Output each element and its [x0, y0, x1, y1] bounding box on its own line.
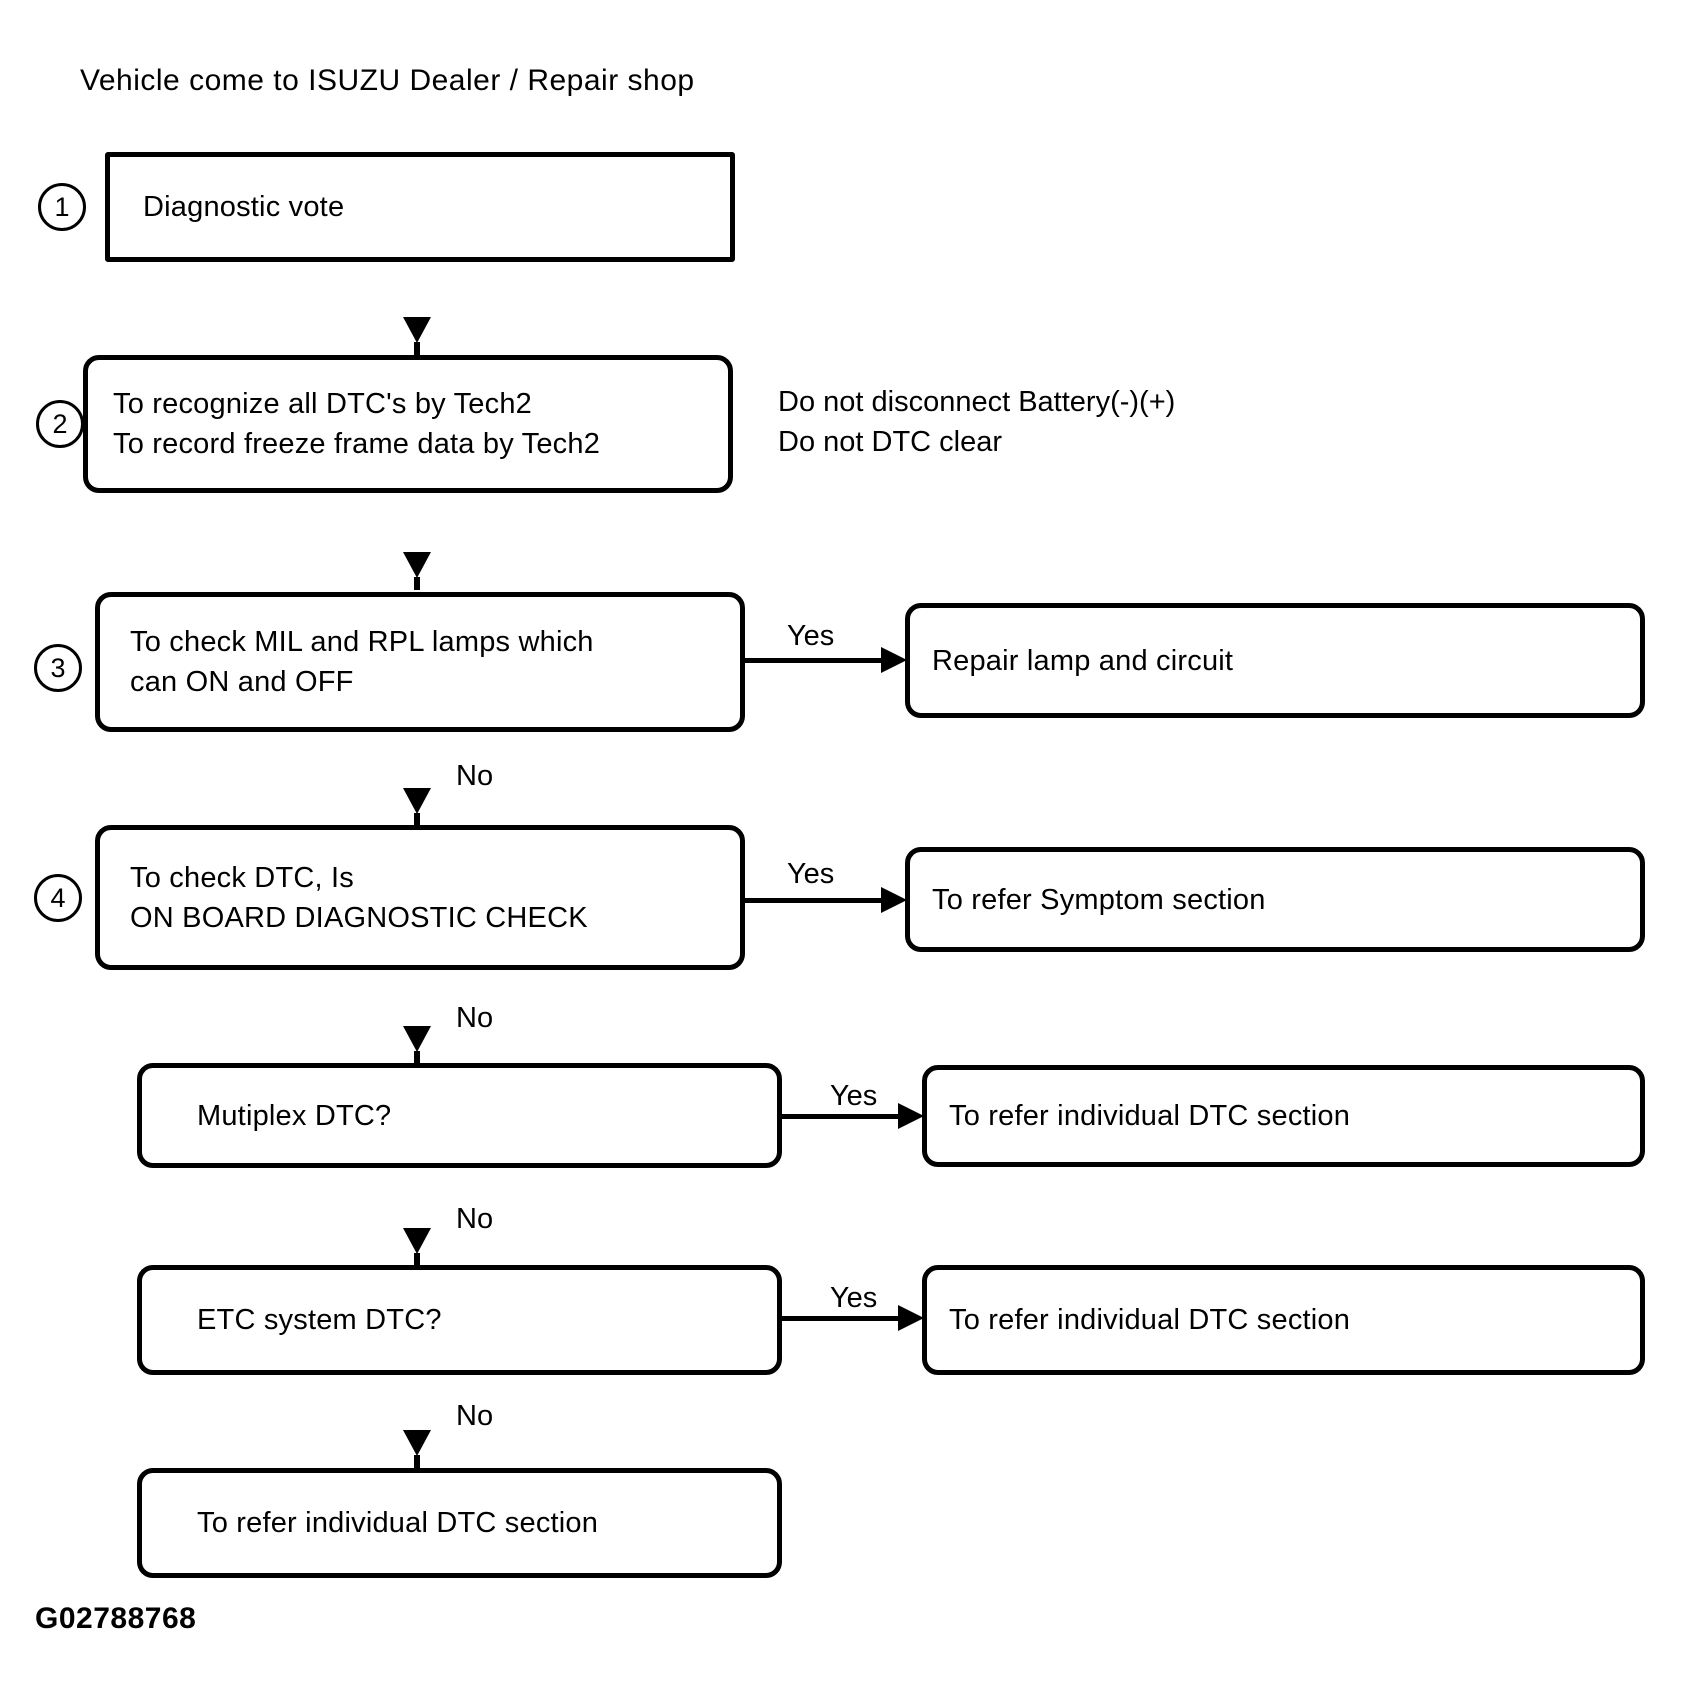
- arrow-stem: [414, 1253, 420, 1266]
- down-arrow-5: [403, 1228, 431, 1266]
- flow-box-check-mil-rpl: To check MIL and RPL lamps which can ON …: [95, 592, 745, 732]
- down-arrow-6: [403, 1430, 431, 1468]
- result-box-repair-lamp: Repair lamp and circuit: [905, 603, 1645, 718]
- note-line: Do not disconnect Battery(-)(+): [778, 386, 1176, 418]
- down-arrow-1: [403, 317, 431, 355]
- flow-box-recognize-dtc: To recognize all DTC's by Tech2 To recor…: [83, 355, 733, 493]
- result-box-refer-individual-dtc-2: To refer individual DTC section: [922, 1265, 1645, 1375]
- flow-box-text: ON BOARD DIAGNOSTIC CHECK: [130, 901, 588, 934]
- flow-box-onboard-diagnostic-check: To check DTC, Is ON BOARD DIAGNOSTIC CHE…: [95, 825, 745, 970]
- arrow-line: [745, 657, 881, 663]
- arrowhead-down-icon: [403, 1026, 431, 1052]
- flow-box-text: ETC system DTC?: [197, 1304, 442, 1336]
- arrow-stem: [414, 813, 420, 826]
- arrow-stem: [414, 577, 420, 590]
- arrowhead-right-icon: [881, 647, 907, 673]
- yes-label: Yes: [830, 1080, 878, 1112]
- flow-box-text: Diagnostic vote: [143, 191, 345, 223]
- flow-box-text: To check MIL and RPL lamps which: [130, 626, 594, 658]
- down-arrow-4: [403, 1026, 431, 1064]
- arrow-stem: [414, 1051, 420, 1064]
- arrow-line: [782, 1315, 898, 1321]
- result-box-text: To refer Symptom section: [932, 883, 1266, 916]
- step-circle-3: 3: [34, 644, 82, 692]
- down-arrow-3: [403, 788, 431, 826]
- yes-arrow-2: [745, 887, 907, 913]
- arrowhead-down-icon: [403, 552, 431, 578]
- arrow-stem: [414, 1455, 420, 1468]
- result-box-text: To refer individual DTC section: [949, 1304, 1351, 1336]
- arrowhead-right-icon: [898, 1305, 924, 1331]
- yes-label: Yes: [787, 620, 835, 652]
- yes-arrow-1: [745, 647, 907, 673]
- flow-box-text: To record freeze frame data by Tech2: [113, 428, 601, 460]
- flow-box-text: can ON and OFF: [130, 666, 354, 698]
- result-box-refer-individual-dtc-1: To refer individual DTC section: [922, 1065, 1645, 1167]
- yes-label: Yes: [787, 858, 835, 890]
- note-do-not-disconnect: Do not disconnect Battery(-)(+) Do not D…: [778, 382, 1175, 462]
- step-circle-4: 4: [34, 874, 82, 922]
- arrow-line: [782, 1113, 898, 1119]
- no-label: No: [456, 760, 494, 792]
- arrowhead-right-icon: [898, 1103, 924, 1129]
- note-line: Do not DTC clear: [778, 426, 1003, 458]
- yes-arrow-3: [782, 1103, 924, 1129]
- flow-box-refer-individual-dtc: To refer individual DTC section: [137, 1468, 782, 1578]
- arrow-stem: [414, 342, 420, 355]
- flow-box-text: To check DTC, Is: [130, 861, 354, 894]
- flow-box-text: Mutiplex DTC?: [197, 1099, 392, 1132]
- step-circle-2: 2: [36, 400, 84, 448]
- arrow-line: [745, 897, 881, 903]
- arrowhead-down-icon: [403, 1430, 431, 1456]
- no-label: No: [456, 1002, 494, 1034]
- result-box-refer-symptom: To refer Symptom section: [905, 847, 1645, 952]
- flow-box-diagnostic-note: Diagnostic vote: [105, 152, 735, 262]
- flow-box-text: To recognize all DTC's by Tech2: [113, 388, 532, 420]
- no-label: No: [456, 1400, 494, 1432]
- flow-box-etc-system-dtc: ETC system DTC?: [137, 1265, 782, 1375]
- result-box-text: Repair lamp and circuit: [932, 644, 1234, 677]
- arrowhead-right-icon: [881, 887, 907, 913]
- down-arrow-2: [403, 552, 431, 590]
- flow-box-text: To refer individual DTC section: [197, 1507, 599, 1539]
- arrowhead-down-icon: [403, 317, 431, 343]
- result-box-text: To refer individual DTC section: [949, 1100, 1351, 1132]
- arrowhead-down-icon: [403, 788, 431, 814]
- yes-arrow-4: [782, 1305, 924, 1331]
- yes-label: Yes: [830, 1282, 878, 1314]
- arrowhead-down-icon: [403, 1228, 431, 1254]
- diagram-title: Vehicle come to ISUZU Dealer / Repair sh…: [80, 64, 695, 97]
- no-label: No: [456, 1203, 494, 1235]
- step-circle-1: 1: [38, 183, 86, 231]
- flow-box-multiplex-dtc: Mutiplex DTC?: [137, 1063, 782, 1168]
- figure-id: G02788768: [35, 1602, 197, 1635]
